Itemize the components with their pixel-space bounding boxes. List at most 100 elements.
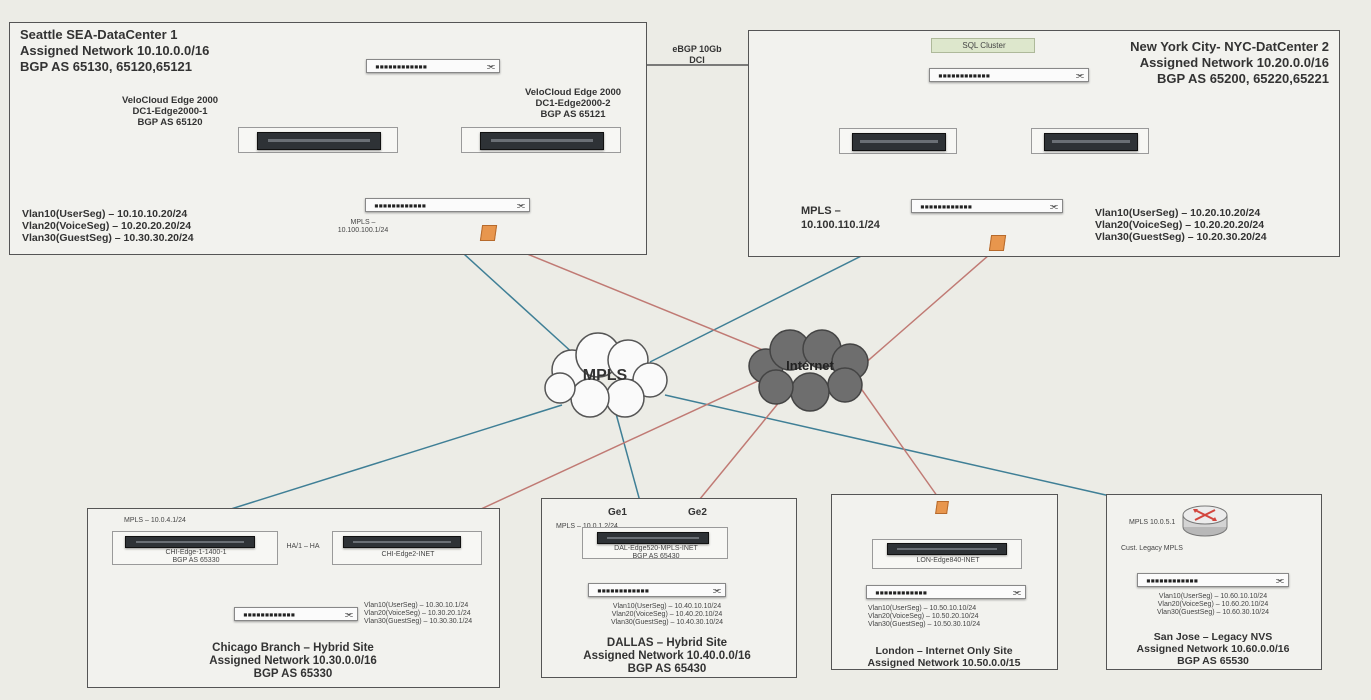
newyork-network: Assigned Network 10.20.0.0/16 [1139, 55, 1329, 70]
sanjose-router-label: Cust. Legacy MPLS [1121, 545, 1183, 552]
dallas-bgp: BGP AS 65430 [627, 663, 707, 675]
dallas-vlan10: Vlan10(UserSeg) – 10.40.10.10/24 [612, 603, 722, 610]
edge-appliance-icon [887, 543, 1007, 555]
chicago-switch: ▪▪▪▪▪▪▪▪▪▪▪▪ ⫘ [234, 607, 358, 621]
chicago-edge1-bgp: BGP AS 65330 [172, 557, 220, 564]
edge-appliance-icon [480, 132, 604, 150]
switch-symbol-icon: ⫘ [1275, 575, 1284, 585]
edge-appliance-icon [257, 132, 381, 150]
dci-label: eBGP 10Gb DCI [654, 44, 740, 66]
london-vlan20: Vlan20(VoiceSeg) – 10.50.20.10/24 [868, 613, 979, 620]
chicago-vlans: Vlan10(UserSeg) – 10.30.10.1/24 Vlan20(V… [364, 602, 472, 626]
edge-appliance-icon [125, 536, 255, 548]
sanjose-vlan10: Vlan10(UserSeg) – 10.60.10.10/24 [1158, 593, 1268, 600]
dallas-mpls-ip: MPLS – 10.0.1.2/24 [556, 523, 618, 530]
newyork-datacenter: SQL Cluster New York City- NYC-DatCenter… [748, 30, 1340, 257]
switch-ports-icon: ▪▪▪▪▪▪▪▪▪▪▪▪ [375, 62, 427, 71]
chicago-branch: MPLS – 10.0.4.1/24 CHI-Edge-1-1400-1 BGP… [87, 508, 500, 688]
london-name: London – Internet Only Site [875, 645, 1013, 657]
switch-symbol-icon: ⫘ [486, 61, 495, 71]
edge-appliance-icon [852, 133, 946, 151]
switch-ports-icon: ▪▪▪▪▪▪▪▪▪▪▪▪ [875, 588, 927, 597]
seattle-name: Seattle SEA-DataCenter 1 [20, 27, 178, 42]
chicago-vlan20: Vlan20(VoiceSeg) – 10.30.20.1/24 [364, 610, 471, 617]
newyork-mpls-address: 10.100.110.1/24 [801, 219, 880, 231]
switch-ports-icon: ▪▪▪▪▪▪▪▪▪▪▪▪ [374, 201, 426, 210]
switch-ports-icon: ▪▪▪▪▪▪▪▪▪▪▪▪ [920, 202, 972, 211]
london-vlans: Vlan10(UserSeg) – 10.50.10.10/24 Vlan20(… [868, 605, 980, 629]
london-edge-panel: LON-Edge840-INET [872, 539, 1022, 569]
sanjose-switch: ▪▪▪▪▪▪▪▪▪▪▪▪ ⫘ [1137, 573, 1289, 587]
newyork-vlans: Vlan10(UserSeg) – 10.20.10.20/24 Vlan20(… [1095, 207, 1267, 243]
switch-ports-icon: ▪▪▪▪▪▪▪▪▪▪▪▪ [243, 610, 295, 619]
sanjose-network: Assigned Network 10.60.0.0/16 [1136, 643, 1290, 655]
switch-symbol-icon: ⫘ [516, 200, 525, 210]
london-switch: ▪▪▪▪▪▪▪▪▪▪▪▪ ⫘ [866, 585, 1026, 599]
newyork-mpls-label: MPLS – [801, 205, 841, 217]
london-vlan10: Vlan10(UserSeg) – 10.50.10.10/24 [868, 605, 977, 612]
london-title: London – Internet Only Site Assigned Net… [832, 645, 1056, 669]
sanjose-bgp: BGP AS 65530 [1177, 655, 1249, 667]
chicago-vlan30: Vlan30(GuestSeg) – 10.30.30.1/24 [364, 618, 473, 625]
seattle-bgp: BGP AS 65130, 65120,65121 [20, 59, 193, 74]
newyork-title: New York City- NYC-DatCenter 2 Assigned … [1130, 39, 1329, 87]
seattle-vlan20: Vlan20(VoiceSeg) – 10.20.20.20/24 [22, 220, 192, 232]
chicago-ha-label: HA/1 – HA [286, 543, 320, 550]
seattle-mpls-label: MPLS – [350, 219, 376, 226]
seattle-edge1-label: VeloCloud Edge 2000 DC1-Edge2000-1 BGP A… [105, 95, 235, 128]
dallas-ge1: Ge1 [608, 507, 627, 518]
edge-appliance-icon [343, 536, 461, 548]
sanjose-title: San Jose – Legacy NVS Assigned Network 1… [1107, 631, 1319, 667]
seattle-mpls-address: 10.100.100.1/24 [337, 227, 389, 234]
seattle-vlan10: Vlan10(UserSeg) – 10.10.10.20/24 [22, 208, 188, 220]
dallas-edge-name: DAL-Edge520-MPLS-INET [614, 545, 698, 552]
dallas-network: Assigned Network 10.40.0.0/16 [583, 650, 751, 662]
sql-cluster: SQL Cluster [931, 38, 1035, 53]
sanjose-vlan20: Vlan20(VoiceSeg) – 10.60.20.10/24 [1157, 601, 1269, 608]
newyork-core-switch: ▪▪▪▪▪▪▪▪▪▪▪▪ ⫘ [929, 68, 1089, 82]
mpls-cloud-label: MPLS [582, 367, 628, 384]
dallas-name: DALLAS – Hybrid Site [606, 637, 728, 649]
london-branch: LON-Edge840-INET ▪▪▪▪▪▪▪▪▪▪▪▪ ⫘ Vlan10(U… [831, 494, 1058, 670]
seattle-title: Seattle SEA-DataCenter 1 Assigned Networ… [20, 27, 209, 75]
chicago-edge1-panel: CHI-Edge-1-1400-1 BGP AS 65330 [112, 531, 278, 565]
chicago-bgp: BGP AS 65330 [253, 668, 333, 680]
seattle-vlans: Vlan10(UserSeg) – 10.10.10.20/24 Vlan20(… [22, 208, 194, 244]
dallas-ge2: Ge2 [688, 507, 707, 518]
seattle-access-switch: ▪▪▪▪▪▪▪▪▪▪▪▪ ⫘ [365, 198, 530, 212]
london-vlan30: Vlan30(GuestSeg) – 10.50.30.10/24 [868, 621, 981, 628]
edge-appliance-icon [1044, 133, 1138, 151]
sanjose-mpls-ip: MPLS 10.0.5.1 [1129, 519, 1176, 526]
edge-appliance-icon [597, 532, 709, 544]
dci-label-line2: DCI [689, 55, 705, 65]
newyork-bgp: BGP AS 65200, 65220,65221 [1156, 71, 1329, 86]
seattle-mpls-ip: MPLS – 10.100.100.1/24 [328, 219, 398, 235]
switch-ports-icon: ▪▪▪▪▪▪▪▪▪▪▪▪ [938, 71, 990, 80]
dallas-edge-panel: DAL-Edge520-MPLS-INET BGP AS 65430 [582, 527, 729, 561]
seattle-network: Assigned Network 10.10.0.0/16 [20, 43, 210, 58]
sanjose-vlan30: Vlan30(GuestSeg) – 10.60.30.10/24 [1156, 609, 1270, 616]
newyork-vlan20: Vlan20(VoiceSeg) – 10.20.20.20/24 [1095, 219, 1265, 231]
dci-label-line1: eBGP 10Gb [672, 44, 722, 54]
dallas-branch: Ge1 Ge2 MPLS – 10.0.1.2/24 DAL-Edge520-M… [541, 498, 797, 678]
switch-symbol-icon: ⫘ [1012, 587, 1021, 597]
dallas-vlan30: Vlan30(GuestSeg) – 10.40.30.10/24 [610, 619, 724, 626]
newyork-edge1-panel [839, 128, 957, 154]
switch-symbol-icon: ⫘ [1075, 70, 1084, 80]
seattle-edge2-bgp: BGP AS 65121 [540, 109, 606, 120]
switch-ports-icon: ▪▪▪▪▪▪▪▪▪▪▪▪ [597, 586, 649, 595]
mpls-links [179, 213, 1186, 539]
dallas-switch: ▪▪▪▪▪▪▪▪▪▪▪▪ ⫘ [588, 583, 726, 597]
sanjose-vlans: Vlan10(UserSeg) – 10.60.10.10/24 Vlan20(… [1107, 593, 1319, 617]
dallas-edge-label: DAL-Edge520-MPLS-INET BGP AS 65430 [583, 545, 729, 561]
seattle-edge2-model: VeloCloud Edge 2000 [524, 87, 622, 98]
cloud-icon [544, 332, 668, 418]
dallas-title: DALLAS – Hybrid Site Assigned Network 10… [542, 637, 792, 676]
dallas-edge-bgp: BGP AS 65430 [632, 553, 680, 560]
chicago-edge2-label: CHI-Edge2-INET [381, 551, 435, 558]
internet-cloud-label: Internet [786, 358, 834, 373]
seattle-edge2-name: DC1-Edge2000-2 [535, 98, 611, 109]
switch-symbol-icon: ⫘ [712, 585, 721, 595]
sanjose-branch: MPLS 10.0.5.1 Cust. Legacy MPLS ▪▪▪▪▪▪▪▪… [1106, 494, 1322, 670]
